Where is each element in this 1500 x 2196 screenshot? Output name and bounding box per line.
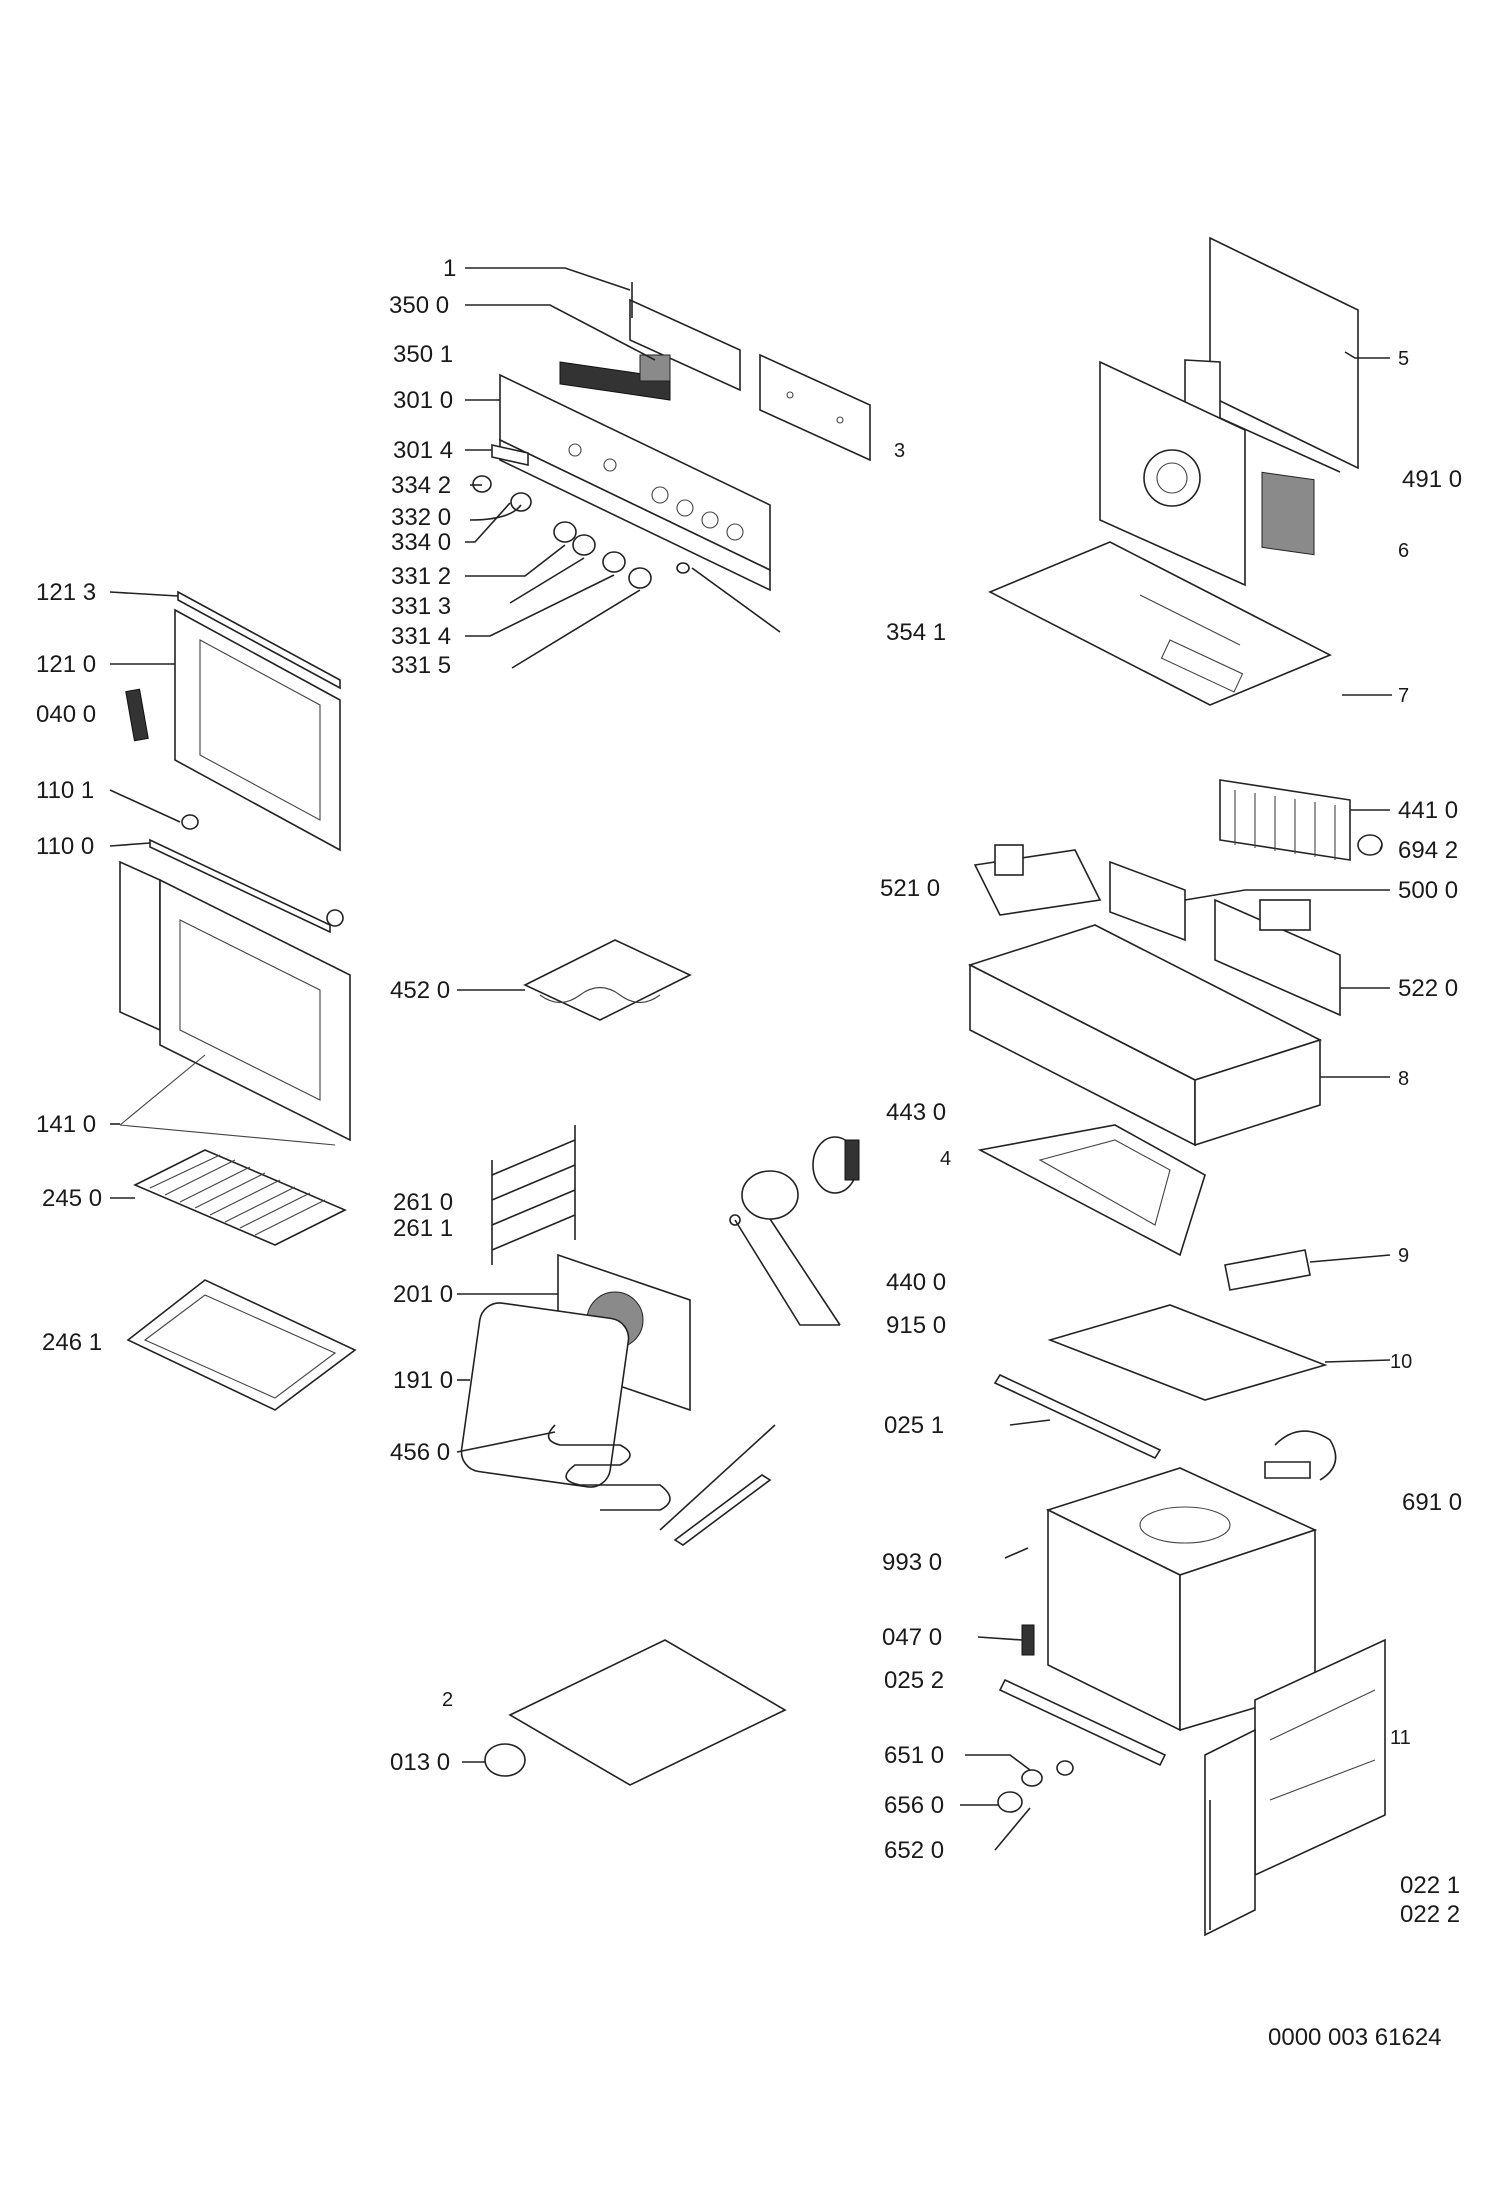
label-331-5: 331 5 bbox=[391, 652, 451, 679]
label-331-2: 331 2 bbox=[391, 563, 451, 590]
label-456-0: 456 0 bbox=[390, 1439, 450, 1466]
right-side-parts bbox=[967, 779, 1386, 1937]
rear-panel-assembly bbox=[988, 236, 1359, 706]
label-332-0: 332 0 bbox=[391, 504, 451, 531]
label-9: 9 bbox=[1398, 1245, 1409, 1267]
label-350-1: 350 1 bbox=[393, 341, 453, 368]
label-022-1: 022 1 bbox=[1400, 1872, 1460, 1899]
center-parts bbox=[460, 939, 860, 1786]
label-5: 5 bbox=[1398, 348, 1409, 370]
label-441-0: 441 0 bbox=[1398, 797, 1458, 824]
door-assembly bbox=[119, 590, 357, 1411]
label-694-2: 694 2 bbox=[1398, 837, 1458, 864]
label-301-0: 301 0 bbox=[393, 387, 453, 414]
label-4: 4 bbox=[940, 1148, 951, 1170]
label-6: 6 bbox=[1398, 540, 1409, 562]
label-354-1: 354 1 bbox=[886, 619, 946, 646]
label-440-0: 440 0 bbox=[886, 1269, 946, 1296]
label-11: 11 bbox=[1390, 1727, 1411, 1749]
label-022-2: 022 2 bbox=[1400, 1901, 1460, 1928]
label-993-0: 993 0 bbox=[882, 1549, 942, 1576]
label-040-0: 040 0 bbox=[36, 701, 96, 728]
label-331-3: 331 3 bbox=[391, 593, 451, 620]
control-panel-assembly bbox=[472, 282, 871, 592]
label-121-3: 121 3 bbox=[36, 579, 96, 606]
label-301-4: 301 4 bbox=[393, 437, 453, 464]
label-334-2: 334 2 bbox=[391, 472, 451, 499]
label-191-0: 191 0 bbox=[393, 1367, 453, 1394]
label-652-0: 652 0 bbox=[884, 1837, 944, 1864]
label-3: 3 bbox=[894, 440, 905, 462]
label-522-0: 522 0 bbox=[1398, 975, 1458, 1002]
label-2: 2 bbox=[442, 1689, 453, 1711]
label-331-4: 331 4 bbox=[391, 623, 451, 650]
document-number: 0000 003 61624 bbox=[1268, 2024, 1442, 2051]
label-500-0: 500 0 bbox=[1398, 877, 1458, 904]
label-246-1: 246 1 bbox=[42, 1329, 102, 1356]
label-261-0: 261 0 bbox=[393, 1189, 453, 1216]
label-141-0: 141 0 bbox=[36, 1111, 96, 1138]
label-443-0: 443 0 bbox=[886, 1099, 946, 1126]
label-025-2: 025 2 bbox=[884, 1667, 944, 1694]
label-110-0: 110 0 bbox=[36, 833, 94, 860]
label-1: 1 bbox=[443, 255, 456, 282]
label-521-0: 521 0 bbox=[880, 875, 940, 902]
label-656-0: 656 0 bbox=[884, 1792, 944, 1819]
label-025-1: 025 1 bbox=[884, 1412, 944, 1439]
label-10: 10 bbox=[1390, 1351, 1412, 1373]
label-334-0: 334 0 bbox=[391, 529, 451, 556]
label-350-0: 350 0 bbox=[389, 292, 449, 319]
label-7: 7 bbox=[1398, 685, 1409, 707]
label-245-0: 245 0 bbox=[42, 1185, 102, 1212]
label-491-0: 491 0 bbox=[1402, 466, 1462, 493]
label-261-1: 261 1 bbox=[393, 1215, 453, 1242]
part-labels: 1 350 0 350 1 301 0 301 4 3 334 2 332 0 … bbox=[36, 255, 1462, 2051]
label-121-0: 121 0 bbox=[36, 651, 96, 678]
label-691-0: 691 0 bbox=[1402, 1489, 1462, 1516]
label-013-0: 013 0 bbox=[390, 1749, 450, 1776]
label-201-0: 201 0 bbox=[393, 1281, 453, 1308]
label-651-0: 651 0 bbox=[884, 1742, 944, 1769]
label-452-0: 452 0 bbox=[390, 977, 450, 1004]
label-047-0: 047 0 bbox=[882, 1624, 942, 1651]
label-8: 8 bbox=[1398, 1068, 1409, 1090]
leader-lines bbox=[109, 267, 1392, 1851]
label-110-1: 110 1 bbox=[36, 777, 94, 804]
label-915-0: 915 0 bbox=[886, 1312, 946, 1339]
